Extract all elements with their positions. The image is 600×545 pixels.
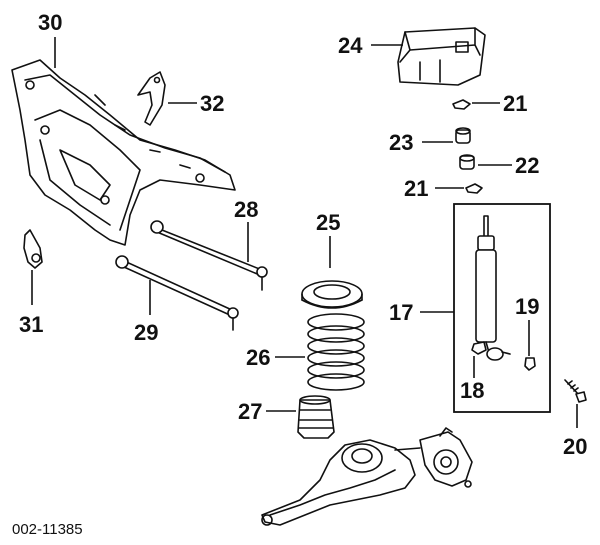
part-27-jounce-bumper — [297, 395, 335, 439]
figure-code: 002-11385 — [12, 521, 83, 538]
part-29-lateral-link — [115, 255, 239, 331]
callout-21-upper: 21 — [503, 91, 527, 116]
callout-25: 25 — [316, 210, 340, 235]
part-25-spring-insulator — [301, 280, 363, 309]
callout-29: 29 — [134, 320, 158, 345]
callout-20: 20 — [563, 434, 587, 459]
callout-23: 23 — [389, 130, 413, 155]
callout-18: 18 — [460, 378, 484, 403]
callout-30: 30 — [38, 10, 62, 35]
callout-19: 19 — [515, 294, 539, 319]
part-17-group-box — [453, 203, 551, 413]
part-19-bolt — [524, 357, 536, 371]
callout-24: 24 — [338, 33, 363, 58]
part-21-nut-upper — [452, 99, 471, 110]
part-32-bracket — [137, 71, 166, 126]
part-28-lateral-link — [150, 220, 268, 291]
callout-22: 22 — [515, 153, 539, 178]
part-31-bracket — [23, 229, 43, 269]
part-20-bolt — [564, 379, 587, 403]
part-18-nut — [471, 341, 487, 355]
callout-32: 32 — [200, 91, 224, 116]
part-30-subframe — [11, 59, 236, 246]
callout-28: 28 — [234, 197, 258, 222]
part-23-bushing — [455, 127, 471, 144]
callout-31: 31 — [19, 312, 43, 337]
part-22-bushing — [459, 154, 475, 170]
knuckle-assembly — [261, 427, 473, 526]
callout-27: 27 — [238, 399, 262, 424]
part-21-nut-lower — [465, 183, 483, 194]
part-26-coil-spring — [307, 313, 365, 391]
callout-21-lower: 21 — [404, 176, 428, 201]
part-17-shock-absorber — [475, 215, 511, 361]
callout-17: 17 — [389, 300, 413, 325]
callout-26: 26 — [246, 345, 270, 370]
part-24-mount-bracket — [397, 27, 486, 86]
leader-lines — [31, 37, 578, 428]
